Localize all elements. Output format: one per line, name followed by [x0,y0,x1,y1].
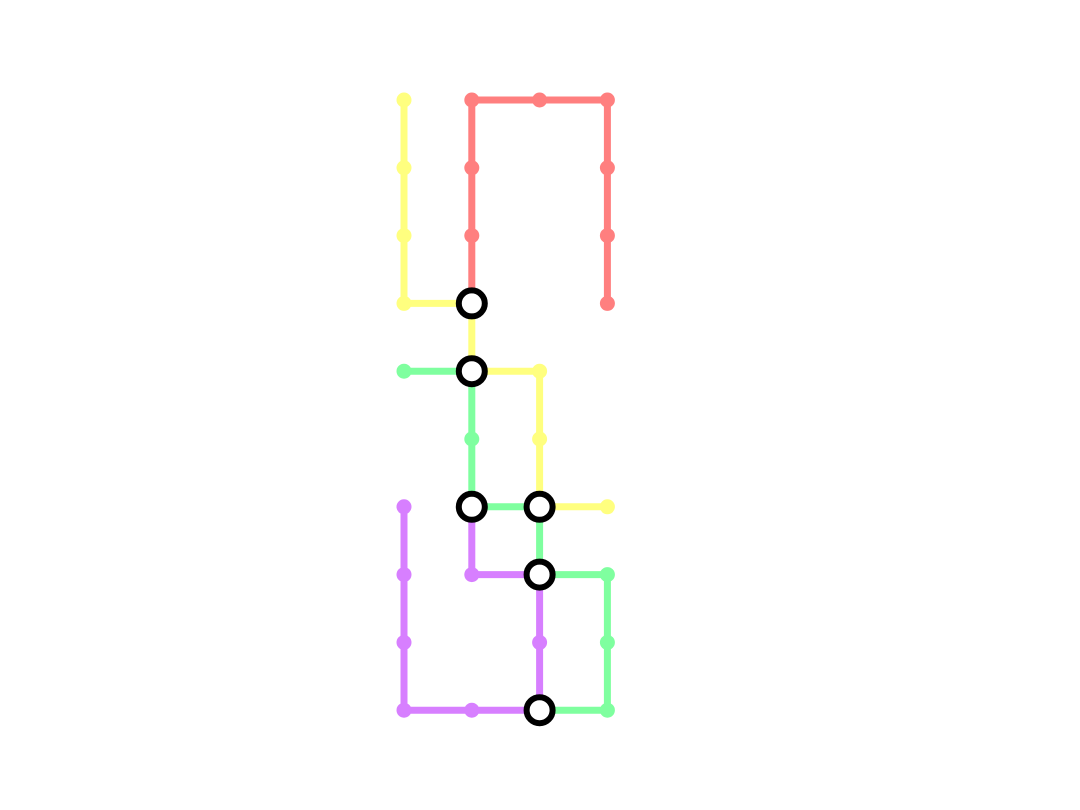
station-red-8[interactable] [599,295,615,311]
station-purple-4[interactable] [396,702,412,718]
station-red-2[interactable] [464,160,480,176]
station-yellow-6[interactable] [532,431,548,447]
interchange-station[interactable] [523,694,556,727]
station-purple-2[interactable] [532,634,548,650]
station-yellow-2[interactable] [396,160,412,176]
lines-layer [400,96,611,714]
station-green-3[interactable] [599,567,615,583]
station-purple-7[interactable] [396,499,412,515]
interchange-station[interactable] [523,490,556,523]
interchange-station[interactable] [455,287,488,320]
station-green-5[interactable] [599,702,615,718]
station-yellow-5[interactable] [532,363,548,379]
station-purple-6[interactable] [396,567,412,583]
station-red-4[interactable] [532,92,548,108]
station-yellow-7[interactable] [599,499,615,515]
station-red-5[interactable] [599,92,615,108]
station-green-4[interactable] [599,634,615,650]
station-red-3[interactable] [464,228,480,244]
station-red-6[interactable] [599,160,615,176]
interchanges-layer [455,287,556,727]
line-purple-route [400,506,544,714]
interchange-station[interactable] [455,490,488,523]
station-purple-5[interactable] [396,634,412,650]
station-purple-1[interactable] [464,567,480,583]
line-green-route [404,367,611,714]
stations-layer [396,92,615,718]
station-yellow-3[interactable] [396,228,412,244]
station-green-2[interactable] [464,431,480,447]
interchange-station[interactable] [523,558,556,591]
station-yellow-4[interactable] [396,295,412,311]
station-purple-3[interactable] [464,702,480,718]
line-red-route-2 [468,96,608,304]
station-red-7[interactable] [599,228,615,244]
station-green-1[interactable] [396,363,412,379]
station-red-1[interactable] [464,92,480,108]
interchange-station[interactable] [455,355,488,388]
station-yellow-1[interactable] [396,92,412,108]
line-yellow-route [400,100,608,511]
